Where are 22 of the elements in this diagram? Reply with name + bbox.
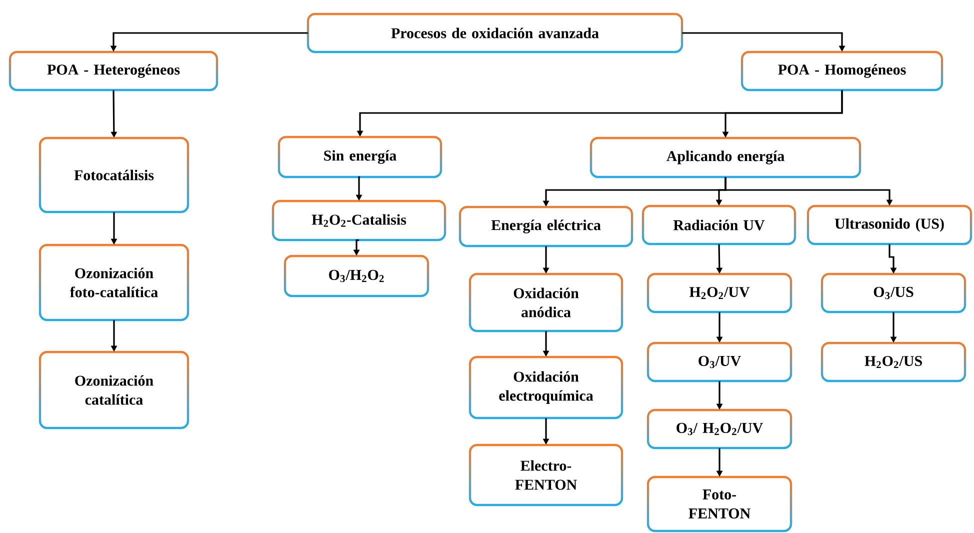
process-box: Foto- FENTON [646,476,792,532]
process-box: Oxidación anódica [468,272,624,332]
process-box: Ozonización foto-catalítica [38,244,190,322]
process-box: O$_{3}$/ H$_{2}$O$_{2}$/UV [646,408,792,450]
process-box: Oxidación electroquímica [468,356,624,420]
process-box: O$_{3}$/UV [646,342,792,382]
process-box: Ozonización catalítica [38,350,190,430]
process-box: H$_{2}$O$_{2}$/UV [646,272,792,314]
process-box: Fotocatálisis [38,136,190,214]
process-box: H$_{2}$O$_{2}$/US [820,342,966,382]
process-box: Ultrasonido (US) [806,204,972,246]
process-box: POA - Homogéneos [740,50,944,92]
process-box: Electro- FENTON [468,444,624,506]
process-box: O$_{3}$/US [820,272,966,314]
process-box: Radiación UV [642,204,796,246]
process-box: H$_{2}$O$_{2}$-Catalisis [272,200,446,242]
process-box: Energía eléctrica [458,206,634,248]
process-box: POA - Heterogéneos [8,50,218,92]
process-box: Procesos de oxidación avanzada [306,12,684,54]
process-box: Sin energía [278,136,442,178]
process-box: Aplicando energía [590,136,862,178]
process-box: O$_{3}$/H$_{2}$O$_{2}$ [284,254,430,298]
